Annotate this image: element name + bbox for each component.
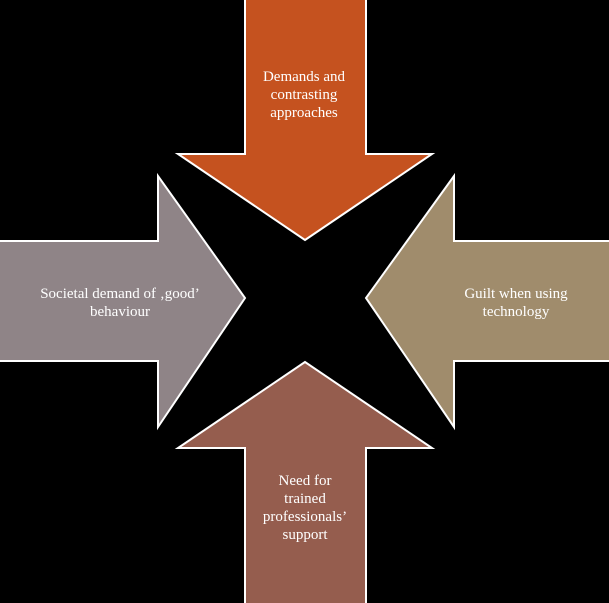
guilt-technology-label: Guilt when using technology <box>464 286 568 320</box>
arrow-top-demands <box>174 0 436 242</box>
societal-demand-label: Societal demand of ‚good’ behaviour <box>40 286 200 320</box>
arrow-right-guilt-technology <box>364 172 609 431</box>
demands-label: Demands and contrasting approaches <box>262 69 346 121</box>
professional-support-label: Need for trained professionals’ support <box>262 473 348 543</box>
arrow-bottom-professional-support <box>174 360 436 603</box>
arrow-left-societal-demand <box>0 172 247 431</box>
